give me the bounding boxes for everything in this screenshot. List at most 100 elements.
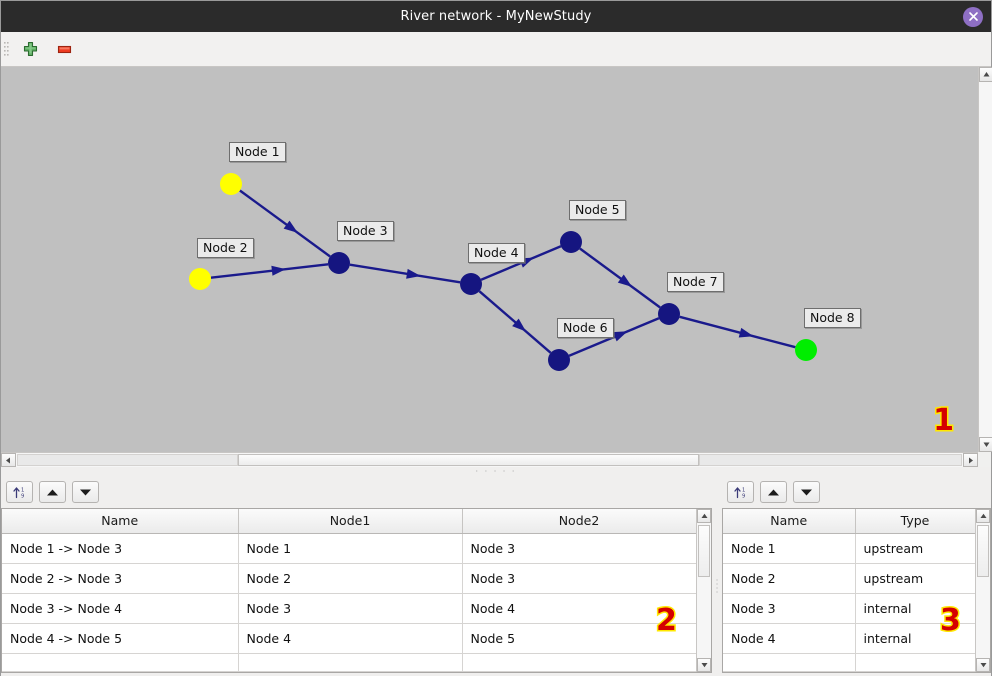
network-diagram-canvas[interactable]: Node 1 Node 2 Node 3 Node 4 Node 5 Node 6 Node… [1, 67, 978, 452]
table-cell[interactable]: Node 2 [238, 563, 463, 594]
graph-edge[interactable] [349, 263, 461, 284]
column-header[interactable]: Node1 [238, 509, 463, 534]
svg-text:9: 9 [742, 493, 745, 499]
graph-node-label[interactable]: Node 1 [229, 142, 286, 163]
splitter-grip-icon: · · · · · [475, 466, 517, 476]
graph-edge[interactable] [568, 317, 660, 357]
nodes-sort-button[interactable]: 1 9 [727, 481, 754, 503]
table-row-empty[interactable] [2, 653, 696, 672]
vscroll-up-arrow[interactable] [979, 67, 992, 82]
nodes-scroll-up-arrow[interactable] [976, 509, 990, 523]
reaches-move-down-button[interactable] [72, 481, 99, 503]
nodes-scroll-down-arrow[interactable] [976, 657, 990, 672]
hscroll-left-arrow[interactable] [1, 453, 16, 467]
graph-vscrollbar[interactable] [978, 67, 992, 452]
table-cell[interactable] [462, 653, 696, 672]
table-cell[interactable] [855, 653, 975, 672]
table-cell[interactable] [238, 653, 463, 672]
table-cell[interactable]: Node 4 [723, 623, 856, 654]
graph-node[interactable] [658, 303, 680, 325]
nodes-move-up-button[interactable] [760, 481, 787, 503]
hscroll-right-arrow[interactable] [963, 453, 978, 467]
delete-node-button[interactable] [53, 38, 75, 60]
table-cell[interactable]: upstream [855, 563, 975, 594]
table-cell[interactable]: internal [855, 623, 975, 654]
graph-hscrollbar[interactable] [1, 452, 978, 467]
graph-node-label[interactable]: Node 4 [468, 243, 525, 264]
hscroll-track-left[interactable] [17, 454, 238, 466]
graph-node[interactable] [795, 339, 817, 361]
nodes-move-down-button[interactable] [793, 481, 820, 503]
column-header[interactable]: Node2 [462, 509, 696, 534]
horizontal-splitter[interactable]: · · · · · [1, 467, 991, 476]
column-header[interactable]: Name [723, 509, 856, 534]
graph-node[interactable] [560, 231, 582, 253]
reaches-vscrollbar[interactable] [696, 509, 711, 672]
table-cell[interactable]: Node 1 [723, 533, 856, 564]
toolbar-grip[interactable] [4, 41, 9, 57]
table-cell[interactable]: Node 1 -> Node 3 [2, 533, 239, 564]
edge-arrow-icon [738, 327, 754, 338]
table-cell[interactable]: Node 4 [238, 623, 463, 654]
graph-node-label[interactable]: Node 3 [337, 221, 394, 242]
graph-node-label[interactable]: Node 6 [557, 318, 614, 339]
table-cell[interactable]: Node 1 [238, 533, 463, 564]
graph-node[interactable] [220, 173, 242, 195]
close-icon [968, 12, 978, 21]
graph-node[interactable] [189, 268, 211, 290]
nodes-scroll-thumb[interactable] [977, 525, 989, 577]
graph-edge[interactable] [210, 263, 329, 279]
table-cell[interactable]: Node 3 [723, 593, 856, 624]
column-header[interactable]: Type [855, 509, 975, 534]
reaches-scroll-thumb[interactable] [698, 525, 710, 577]
graph-edge[interactable] [579, 247, 661, 309]
graph-edge[interactable] [239, 189, 331, 258]
close-button[interactable] [963, 6, 983, 27]
column-header[interactable]: Name [2, 509, 239, 534]
table-cell[interactable]: Node 3 -> Node 4 [2, 593, 239, 624]
vertical-splitter[interactable]: ···· [712, 476, 722, 676]
graph-node[interactable] [460, 273, 482, 295]
table-cell[interactable]: Node 2 [723, 563, 856, 594]
table-cell[interactable]: internal [855, 593, 975, 624]
graph-node-label[interactable]: Node 8 [804, 308, 861, 329]
graph-node-label[interactable]: Node 5 [569, 200, 626, 221]
reaches-sort-button[interactable]: 1 9 [6, 481, 33, 503]
graph-node[interactable] [328, 252, 350, 274]
table-cell[interactable]: Node 5 [462, 623, 696, 654]
hscroll-track-right[interactable] [699, 454, 962, 466]
add-node-button[interactable] [19, 38, 41, 60]
hscroll-thumb[interactable] [238, 454, 699, 466]
table-cell[interactable] [2, 653, 239, 672]
graph-node-label[interactable]: Node 7 [667, 272, 724, 293]
reaches-scroll-up-arrow[interactable] [697, 509, 711, 523]
graph-node[interactable] [548, 349, 570, 371]
table-cell[interactable] [723, 653, 856, 672]
graph-edge[interactable] [679, 315, 796, 349]
table-cell[interactable]: Node 3 [462, 533, 696, 564]
table-cell[interactable]: Node 2 -> Node 3 [2, 563, 239, 594]
vscroll-down-arrow[interactable] [979, 437, 992, 452]
table-cell[interactable]: Node 3 [238, 593, 463, 624]
table-cell[interactable]: Node 3 [462, 563, 696, 594]
table-cell[interactable]: Node 4 -> Node 5 [2, 623, 239, 654]
reaches-scroll-down-arrow[interactable] [697, 657, 711, 672]
table-cell[interactable]: upstream [855, 533, 975, 564]
table-row-empty[interactable] [723, 653, 975, 672]
reaches-move-up-button[interactable] [39, 481, 66, 503]
nodes-vscrollbar[interactable] [975, 509, 990, 672]
graph-node-label[interactable]: Node 2 [197, 238, 254, 259]
graph-edge[interactable] [478, 290, 552, 354]
table-cell[interactable]: Node 4 [462, 593, 696, 624]
